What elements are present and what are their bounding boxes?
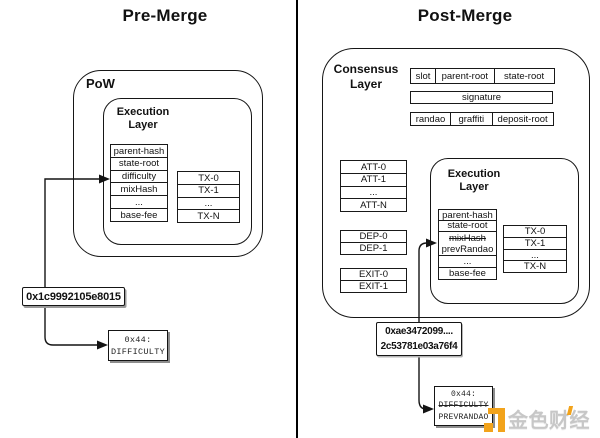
panel-divider-line: [296, 0, 298, 438]
signature-row: signature: [410, 91, 553, 104]
signature-cell: signature: [410, 91, 553, 104]
post-field-parent-hash: parent-hash: [438, 209, 497, 221]
att-0-cell: ATT-0: [340, 160, 407, 174]
pre-slot-address: 0x44:: [124, 334, 152, 345]
deposits-stack: DEP-0 DEP-1: [340, 230, 407, 255]
post-execution-layer-label: Execution Layer: [436, 168, 512, 194]
pre-storage-slot-box: 0x44: DIFFICULTY: [108, 330, 168, 361]
consensus-parent-root-cell: parent-root: [434, 68, 495, 84]
post-storage-slot-box: 0x44: DIFFICULTY PREVRANDAO: [434, 386, 493, 426]
post-randao-value-line1: 0xae3472099....: [385, 326, 453, 337]
pow-block-box: [73, 70, 263, 257]
att-n-cell: ATT-N: [340, 198, 407, 213]
post-field-mixhash-prevrandao: mixHash prevRandao: [438, 230, 497, 257]
post-slot-address: 0x44:: [450, 389, 476, 399]
pre-execution-layer-box: [103, 98, 252, 245]
consensus-layer-label: Consensus Layer: [330, 62, 402, 92]
pre-exec-label-line2: Layer: [128, 119, 158, 131]
consensus-header-row: slot parent-root state-root: [410, 68, 555, 84]
pre-merge-title: Pre-Merge: [122, 6, 208, 25]
pre-difficulty-value: 0x1c9992105e8015: [26, 290, 121, 303]
consensus-meta-row: randao graffiti deposit-root: [410, 112, 554, 126]
pow-label: PoW: [86, 76, 115, 91]
consensus-label-line1: Consensus: [333, 62, 399, 76]
pre-header-fields-stack: parent-hash state-root difficulty mixHas…: [110, 144, 168, 223]
pre-execution-layer-label: Execution Layer: [105, 106, 181, 132]
post-randao-value-line2: 2c53781e03a76f4: [380, 341, 458, 352]
post-tx-stack: TX-0 TX-1 ... TX-N: [503, 225, 567, 274]
attestations-stack: ATT-0 ATT-1 ... ATT-N: [340, 160, 407, 213]
arrowhead-to-pre-slot-box: [97, 340, 108, 350]
dep-1-cell: DEP-1: [340, 241, 407, 255]
pre-difficulty-value-box: 0x1c9992105e8015: [22, 287, 125, 306]
randao-cell: randao: [410, 112, 451, 126]
pre-tx-n: TX-N: [177, 209, 240, 224]
consensus-state-root-cell: state-root: [493, 68, 555, 84]
post-merge-title: Post-Merge: [417, 6, 513, 25]
post-header-fields-stack: parent-hash state-root mixHash prevRanda…: [438, 209, 497, 281]
consensus-label-line2: Layer: [349, 77, 383, 91]
post-exec-label-line1: Execution: [447, 168, 501, 180]
jinse-logo-icon: [484, 405, 505, 432]
prevrandao-label: prevRandao: [441, 243, 494, 255]
jinse-brand-text: 金色财经: [508, 410, 590, 432]
pre-slot-name-difficulty: DIFFICULTY: [110, 346, 165, 357]
pre-field-parent-hash: parent-hash: [110, 144, 168, 158]
consensus-slot-cell: slot: [410, 68, 436, 84]
post-slot-name-difficulty-struck: DIFFICULTY: [438, 401, 489, 411]
post-randao-value-box: 0xae3472099.... 2c53781e03a76f4: [376, 322, 462, 356]
post-field-base-fee: base-fee: [438, 267, 497, 281]
exits-stack: EXIT-0 EXIT-1: [340, 268, 407, 293]
pre-field-base-fee: base-fee: [110, 208, 168, 223]
mixhash-struck-label: mixHash: [449, 232, 486, 244]
post-exec-label-line2: Layer: [459, 181, 489, 193]
post-tx-n: TX-N: [503, 260, 567, 274]
exit-1-cell: EXIT-1: [340, 279, 407, 293]
arrowhead-to-post-slot-box: [423, 404, 434, 414]
post-execution-layer-box: [430, 158, 579, 304]
pre-tx-stack: TX-0 TX-1 ... TX-N: [177, 171, 240, 224]
jinse-finance-watermark: 金色财经: [484, 404, 590, 433]
deposit-root-cell: deposit-root: [491, 112, 554, 126]
graffiti-cell: graffiti: [449, 112, 493, 126]
pre-exec-label-line1: Execution: [116, 106, 170, 118]
post-slot-name-prevrandao: PREVRANDAO: [438, 412, 489, 422]
consensus-layer-box: [322, 48, 590, 318]
